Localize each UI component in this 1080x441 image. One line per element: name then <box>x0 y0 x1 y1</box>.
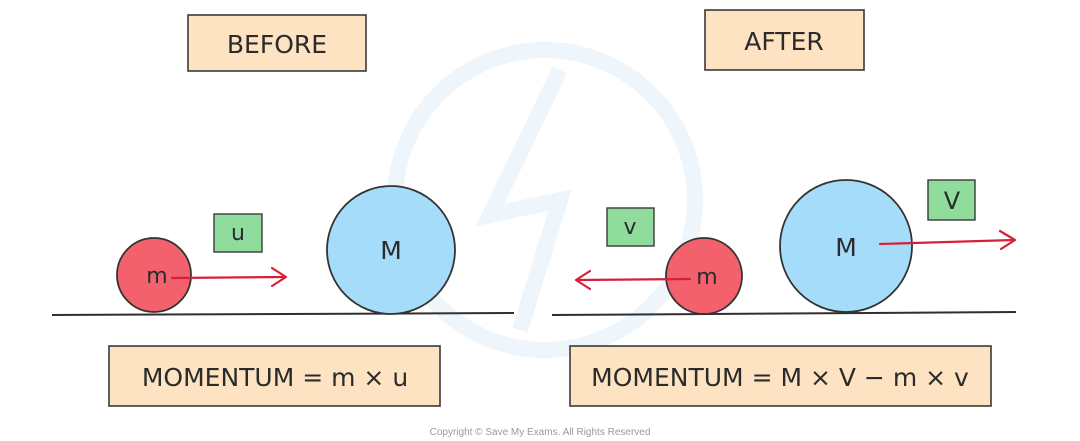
after-title-box <box>704 9 865 71</box>
after-small-velocity-box <box>606 207 655 247</box>
before-velocity-label: u <box>231 221 245 246</box>
after-panel: AFTER M m v V MOMENTUM = M × V − m × v <box>551 9 1017 407</box>
before-title-box <box>187 14 367 72</box>
copyright-notice: Copyright © Save My Exams. All Rights Re… <box>430 427 651 438</box>
before-panel: BEFORE M m u MOMENTUM = m × u <box>51 14 515 407</box>
before-large-mass-label: M <box>380 236 402 265</box>
before-momentum-equation: MOMENTUM = m × u <box>142 363 408 392</box>
after-large-mass-label: M <box>835 233 857 262</box>
after-large-velocity-arrow <box>878 229 1017 251</box>
after-large-velocity-box <box>927 179 976 221</box>
after-large-ball <box>779 179 913 313</box>
after-small-velocity-arrow <box>574 269 692 291</box>
after-title: AFTER <box>744 27 823 56</box>
watermark-logo <box>387 42 703 358</box>
after-large-velocity-label: V <box>944 187 961 215</box>
after-small-ball <box>665 237 743 315</box>
after-momentum-equation: MOMENTUM = M × V − m × v <box>591 363 969 392</box>
after-ground-line <box>551 311 1017 316</box>
after-momentum-box <box>569 345 992 407</box>
before-title: BEFORE <box>227 30 327 59</box>
after-small-mass-label: m <box>696 265 717 290</box>
before-momentum-box <box>108 345 441 407</box>
before-velocity-arrow <box>170 266 288 288</box>
before-ground-line <box>51 312 515 316</box>
after-small-velocity-label: v <box>623 215 636 240</box>
before-small-ball <box>116 237 192 313</box>
before-velocity-box <box>213 213 263 253</box>
before-large-ball <box>326 185 456 315</box>
before-small-mass-label: m <box>146 264 167 289</box>
